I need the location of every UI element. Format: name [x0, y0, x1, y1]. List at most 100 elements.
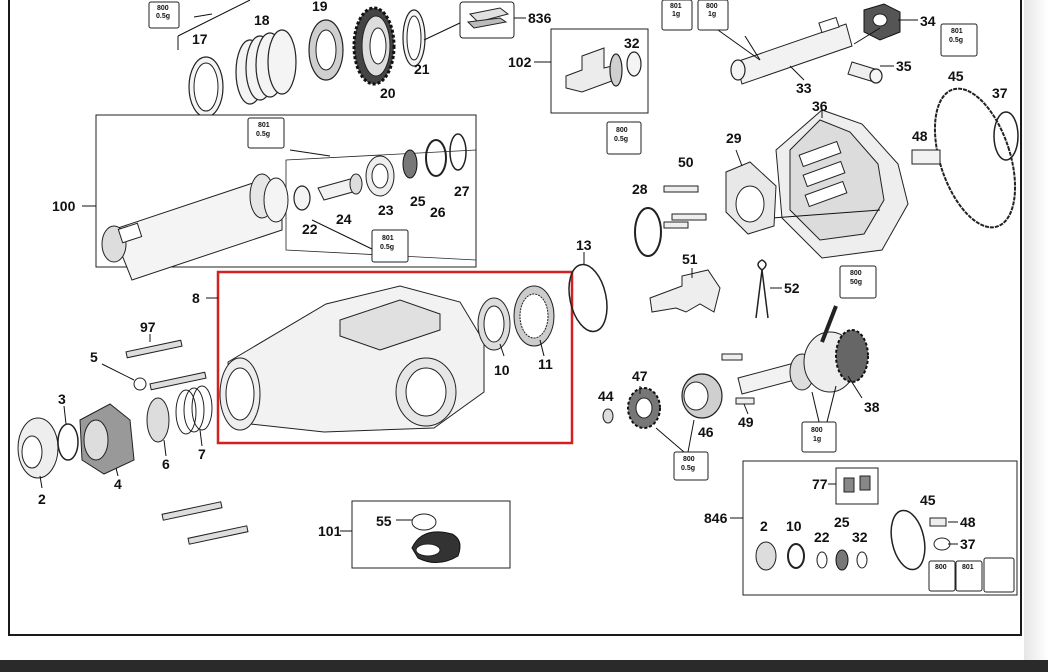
- callout-45: 45: [948, 68, 964, 84]
- callout-37: 37: [992, 85, 1008, 101]
- part-45-oring[interactable]: [919, 79, 1030, 238]
- svg-text:0.5g: 0.5g: [949, 37, 963, 44]
- callout-47: 47: [632, 368, 648, 384]
- part-37-ring[interactable]: [993, 111, 1019, 161]
- callout-19: 19: [312, 0, 328, 14]
- callout-6: 6: [162, 456, 170, 472]
- svg-text:800: 800: [850, 270, 862, 277]
- lube-tag[interactable]: 800 0.5g: [148, 1, 180, 29]
- part-3-ring[interactable]: [57, 423, 79, 461]
- svg-text:800: 800: [706, 3, 718, 10]
- lube-tag[interactable]: 800 0.5g: [606, 121, 642, 155]
- part-36-gear-housing[interactable]: [771, 109, 909, 259]
- callout-10b: 10: [786, 518, 802, 534]
- svg-text:801: 801: [382, 235, 394, 242]
- lube-tag[interactable]: 801 0.5g: [247, 117, 285, 149]
- part-4-sleeve[interactable]: [79, 403, 135, 477]
- callout-32b: 32: [852, 529, 868, 545]
- part-8-gear-housing[interactable]: [206, 285, 485, 433]
- lube-tag[interactable]: 800 50g: [839, 265, 877, 299]
- part-100-box[interactable]: [82, 114, 477, 281]
- highlight-box-part-8[interactable]: [216, 270, 574, 445]
- part-836-kit[interactable]: [459, 1, 526, 39]
- lube-tag[interactable]: 801 0.5g: [940, 23, 978, 57]
- part-97-screws[interactable]: [125, 334, 207, 391]
- callout-4: 4: [114, 476, 122, 492]
- part-24-striker[interactable]: [317, 173, 363, 201]
- part-18-spring[interactable]: [235, 29, 297, 105]
- part-7-spring[interactable]: [175, 385, 213, 447]
- part-28-ring[interactable]: [634, 207, 662, 257]
- lube-tag[interactable]: 800: [928, 560, 956, 592]
- svg-text:800: 800: [616, 127, 628, 134]
- part-11-bearing[interactable]: [513, 285, 555, 357]
- part-10-ring[interactable]: [477, 297, 511, 357]
- callout-23: 23: [378, 202, 394, 218]
- svg-text:800: 800: [157, 5, 169, 12]
- part-102-assembly[interactable]: [534, 28, 649, 114]
- part-100-spindle[interactable]: [101, 173, 289, 281]
- svg-text:800: 800: [811, 427, 823, 434]
- svg-text:1g: 1g: [813, 436, 821, 443]
- svg-text:1g: 1g: [672, 11, 680, 18]
- part-33-shaft[interactable]: [717, 16, 853, 85]
- part-52-spring-clip[interactable]: [755, 259, 782, 319]
- lube-tag[interactable]: [983, 557, 1015, 593]
- svg-text:801: 801: [670, 3, 682, 10]
- part-5-ball[interactable]: [133, 377, 147, 391]
- part-13-ring[interactable]: [563, 261, 612, 335]
- part-20-gear[interactable]: [352, 6, 396, 86]
- callout-17: 17: [192, 31, 208, 47]
- lubricant-tags: 800 0.5g 801 1g 800 1g 801 0.5g 800: [148, 0, 1015, 593]
- callout-25b: 25: [834, 514, 850, 530]
- part-2-cap[interactable]: [17, 417, 59, 489]
- part-51-clip[interactable]: [649, 268, 721, 313]
- lube-tag[interactable]: 801 0.5g: [371, 229, 409, 263]
- part-27-ring[interactable]: [449, 133, 467, 171]
- svg-text:801: 801: [258, 122, 270, 129]
- callout-49: 49: [738, 414, 754, 430]
- lube-tag[interactable]: 800 0.5g: [673, 451, 709, 481]
- lube-tag[interactable]: 800 1g: [801, 421, 837, 453]
- callout-11: 11: [538, 356, 553, 372]
- callout-22: 22: [302, 221, 318, 237]
- callout-2b: 2: [760, 518, 768, 534]
- part-screws-lower[interactable]: [161, 501, 249, 545]
- lube-tag[interactable]: 800 1g: [697, 0, 729, 31]
- part-19-clutch[interactable]: [308, 19, 344, 81]
- callout-48b: 48: [960, 514, 976, 530]
- callout-55: 55: [376, 513, 392, 529]
- part-22-washer[interactable]: [293, 185, 311, 211]
- part-29-plate[interactable]: [725, 149, 777, 235]
- callout-18: 18: [254, 12, 270, 28]
- callout-48: 48: [912, 128, 928, 144]
- part-49-screws[interactable]: [721, 353, 755, 415]
- diagram-frame: [8, 0, 1022, 636]
- part-34-block[interactable]: [853, 3, 918, 45]
- part-35-pin[interactable]: [847, 61, 894, 84]
- callout-32: 32: [624, 35, 640, 51]
- part-26-ring[interactable]: [425, 139, 447, 177]
- svg-text:0.5g: 0.5g: [256, 131, 270, 138]
- part-23-piston[interactable]: [365, 155, 395, 197]
- part-50-screws[interactable]: [663, 185, 707, 229]
- part-101-box[interactable]: [340, 500, 511, 569]
- part-25-ring[interactable]: [402, 149, 418, 179]
- callout-51: 51: [682, 251, 698, 267]
- callout-26: 26: [430, 204, 446, 220]
- part-6-ring[interactable]: [146, 397, 170, 443]
- callout-5: 5: [90, 349, 98, 365]
- part-48-pin[interactable]: [911, 149, 941, 165]
- part-44-washer[interactable]: [602, 408, 614, 424]
- callout-846: 846: [704, 510, 728, 526]
- lube-tag[interactable]: 801 1g: [661, 0, 693, 31]
- callout-21: 21: [414, 61, 430, 77]
- svg-text:800: 800: [935, 564, 947, 571]
- part-38-gear-shaft[interactable]: [737, 305, 869, 427]
- lube-tag[interactable]: 801: [955, 560, 983, 592]
- svg-text:801: 801: [962, 564, 974, 571]
- part-47-bearing[interactable]: [627, 386, 695, 453]
- part-46-sleeve[interactable]: [681, 373, 723, 419]
- callout-77: 77: [812, 476, 828, 492]
